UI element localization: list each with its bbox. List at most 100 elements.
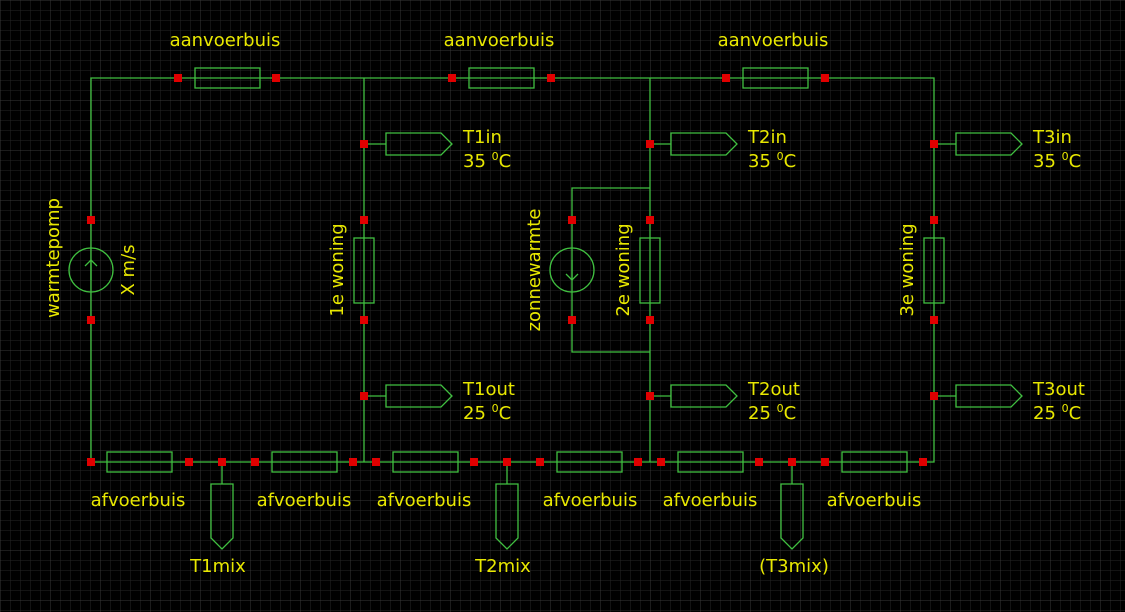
arrow-down-icon: [565, 260, 579, 281]
return-pipe-3[interactable]: [392, 451, 459, 473]
connection-pin[interactable]: [87, 458, 95, 466]
t3in-probe[interactable]: [955, 132, 1023, 156]
supply-pipe-1[interactable]: [194, 67, 261, 89]
heat-pump-source[interactable]: [68, 247, 114, 293]
t3in-temp: 35 0C: [1033, 150, 1081, 172]
house-1-label: 1e woning: [327, 223, 348, 316]
connection-pin[interactable]: [87, 216, 95, 224]
connection-pin[interactable]: [360, 216, 368, 224]
connection-pin[interactable]: [448, 74, 456, 82]
unit: C: [784, 403, 797, 424]
connection-pin[interactable]: [568, 316, 576, 324]
t3out-probe[interactable]: [955, 384, 1023, 408]
connection-pin[interactable]: [174, 74, 182, 82]
connection-pin[interactable]: [788, 458, 796, 466]
connection-pin[interactable]: [272, 74, 280, 82]
unit: C: [1069, 151, 1082, 172]
supply-pipe-2[interactable]: [468, 67, 535, 89]
connection-pin[interactable]: [503, 458, 511, 466]
connection-pin[interactable]: [930, 216, 938, 224]
t2in-probe[interactable]: [670, 132, 738, 156]
degree-mark: 0: [777, 150, 784, 163]
t2out-temp: 25 0C: [748, 402, 796, 424]
solar-label: zonnewarmte: [524, 209, 545, 332]
t1in-probe[interactable]: [385, 132, 453, 156]
connection-pin[interactable]: [930, 316, 938, 324]
connection-pin[interactable]: [646, 216, 654, 224]
connection-pin[interactable]: [360, 392, 368, 400]
connection-pin[interactable]: [722, 74, 730, 82]
house-2[interactable]: [639, 237, 661, 304]
connection-pin[interactable]: [646, 316, 654, 324]
connection-pin[interactable]: [470, 458, 478, 466]
components: [68, 67, 1023, 550]
return-pipe-4[interactable]: [556, 451, 623, 473]
degree-mark: 0: [777, 402, 784, 415]
connection-pin[interactable]: [87, 316, 95, 324]
t3mix-probe[interactable]: [780, 483, 804, 550]
degree-mark: 0: [492, 402, 499, 415]
connection-pin[interactable]: [185, 458, 193, 466]
connection-pin[interactable]: [646, 140, 654, 148]
return-pipe-6-label: afvoerbuis: [827, 490, 922, 511]
house-3-label: 3e woning: [897, 223, 918, 316]
return-pipe-2[interactable]: [271, 451, 338, 473]
connection-pin[interactable]: [372, 458, 380, 466]
t1mix-probe[interactable]: [210, 483, 234, 550]
t1out-probe[interactable]: [385, 384, 453, 408]
t3out-label: T3out: [1032, 379, 1085, 400]
solar-source[interactable]: [549, 247, 595, 293]
connection-pin[interactable]: [919, 458, 927, 466]
connection-pin[interactable]: [360, 316, 368, 324]
unit: C: [499, 151, 512, 172]
t3mix-label: (T3mix): [759, 556, 829, 577]
connection-pin[interactable]: [218, 458, 226, 466]
return-pipe-5[interactable]: [677, 451, 744, 473]
return-pipe-5-label: afvoerbuis: [663, 490, 758, 511]
connection-pin[interactable]: [536, 458, 544, 466]
unit: C: [1069, 403, 1082, 424]
wire-supply-right: [825, 77, 935, 220]
connection-pin[interactable]: [634, 458, 642, 466]
connection-pin[interactable]: [646, 392, 654, 400]
wire-supply-left: [90, 77, 178, 220]
connection-pin[interactable]: [568, 216, 576, 224]
connection-pin[interactable]: [821, 74, 829, 82]
connection-pin[interactable]: [349, 458, 357, 466]
t2mix-label: T2mix: [474, 556, 531, 577]
t2in-label: T2in: [747, 127, 787, 148]
connection-pin[interactable]: [821, 458, 829, 466]
t1out-temp: 25 0C: [463, 402, 511, 424]
connection-pin[interactable]: [547, 74, 555, 82]
house-1[interactable]: [353, 237, 375, 304]
supply-pipe-1-label: aanvoerbuis: [170, 30, 281, 51]
connection-pin[interactable]: [930, 392, 938, 400]
connection-pin[interactable]: [251, 458, 259, 466]
degree-mark: 0: [1062, 150, 1069, 163]
return-pipe-1[interactable]: [106, 451, 173, 473]
t2out-label: T2out: [747, 379, 800, 400]
house-3[interactable]: [923, 237, 945, 304]
degree-mark: 0: [492, 150, 499, 163]
return-pipe-1-label: afvoerbuis: [91, 490, 186, 511]
supply-pipe-3-label: aanvoerbuis: [718, 30, 829, 51]
t2in-temp: 35 0C: [748, 150, 796, 172]
connection-pin[interactable]: [755, 458, 763, 466]
supply-pipe-3[interactable]: [742, 67, 809, 89]
return-pipe-6[interactable]: [841, 451, 908, 473]
heat-pump-value: X m/s: [118, 244, 139, 295]
supply-pipe-2-label: aanvoerbuis: [444, 30, 555, 51]
connection-pin[interactable]: [930, 140, 938, 148]
t2mix-probe[interactable]: [495, 483, 519, 550]
unit: C: [499, 403, 512, 424]
t3in-label: T3in: [1032, 127, 1072, 148]
t2out-probe[interactable]: [670, 384, 738, 408]
house-2-label: 2e woning: [613, 223, 634, 316]
connection-pin[interactable]: [657, 458, 665, 466]
wire-solar-bottom: [571, 320, 650, 353]
t1in-label: T1in: [462, 127, 502, 148]
connection-pin[interactable]: [360, 140, 368, 148]
t1mix-label: T1mix: [189, 556, 246, 577]
